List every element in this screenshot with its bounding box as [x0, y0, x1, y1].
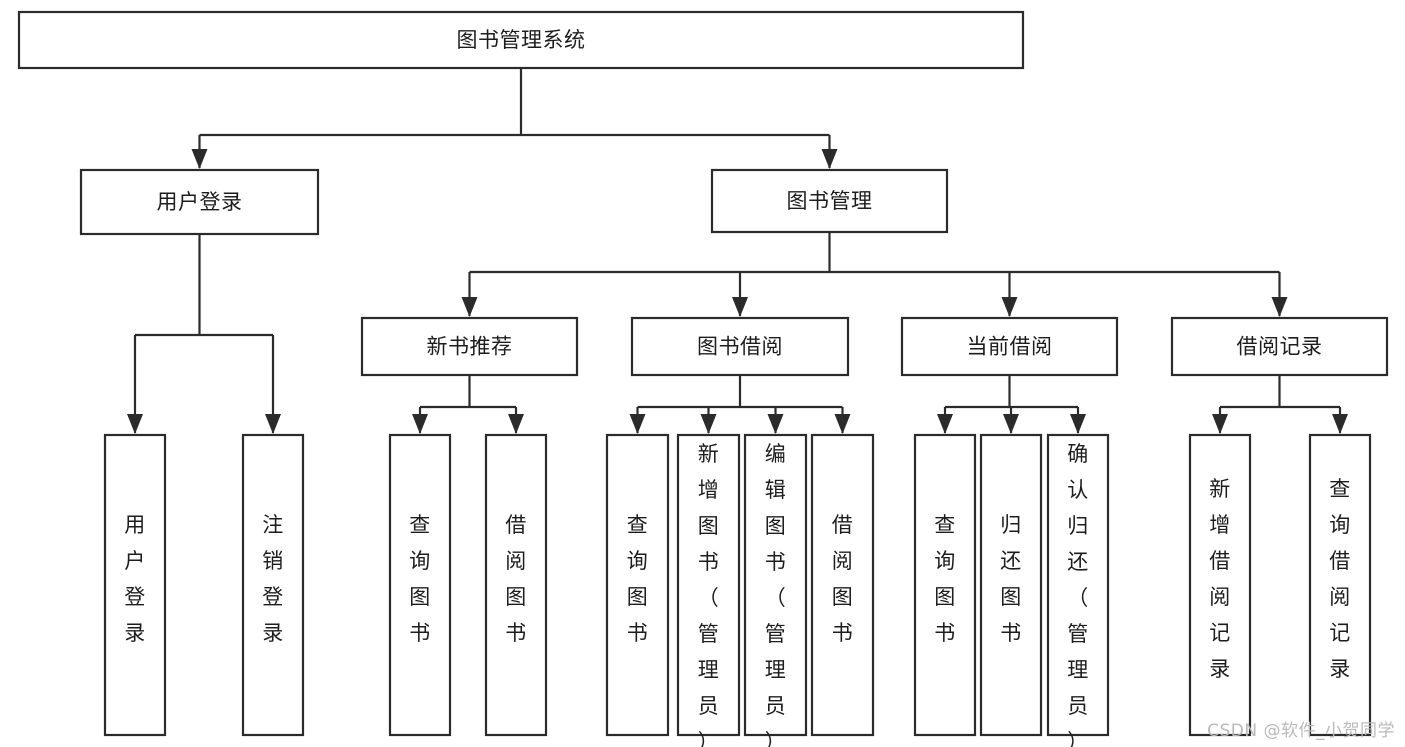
node-leaf-user-login-label: 用户登录 — [124, 513, 146, 645]
arrow-head-icon — [1212, 414, 1228, 434]
node-current-borrow-label: 当前借阅 — [967, 335, 1053, 359]
node-current-borrow-box[interactable] — [900, 316, 1119, 377]
node-book-manage[interactable]: 图书管理 — [710, 168, 949, 234]
node-book-borrow[interactable]: 图书借阅 — [630, 316, 850, 377]
node-leaf-edit-book[interactable]: 编辑图书（管理员） — [743, 433, 808, 747]
nodes-layer: 图书管理系统用户登录图书管理新书推荐图书借阅当前借阅借阅记录用户登录注销登录查询… — [17, 10, 1389, 747]
node-borrow-record-label: 借阅记录 — [1237, 335, 1323, 359]
arrow-head-icon — [1001, 297, 1018, 317]
node-leaf-query-book-3-label: 查询图书 — [934, 513, 956, 645]
node-leaf-add-record[interactable]: 新增借阅记录 — [1188, 433, 1252, 737]
arrow-head-icon — [821, 149, 838, 169]
node-leaf-borrow-book-1-box[interactable] — [484, 433, 548, 737]
node-leaf-query-record[interactable]: 查询借阅记录 — [1308, 433, 1372, 737]
node-leaf-query-record-box[interactable] — [1308, 433, 1372, 737]
node-book-borrow-label: 图书借阅 — [697, 335, 783, 359]
arrow-head-icon — [1271, 297, 1288, 317]
node-leaf-borrow-book-2-label: 借阅图书 — [832, 513, 854, 645]
node-borrow-record[interactable]: 借阅记录 — [1170, 316, 1389, 377]
arrow-head-icon — [412, 414, 428, 434]
connectors-layer — [127, 68, 1348, 434]
node-leaf-add-record-box[interactable] — [1188, 433, 1252, 737]
node-user-login-box[interactable] — [79, 168, 320, 236]
node-leaf-edit-book-label: 编辑图书（管理员） — [765, 442, 787, 747]
node-new-book-rec-label: 新书推荐 — [427, 335, 513, 359]
node-leaf-borrow-book-2[interactable]: 借阅图书 — [810, 433, 875, 737]
node-leaf-edit-book-box[interactable] — [743, 433, 808, 737]
arrow-head-icon — [700, 414, 717, 434]
node-user-login[interactable]: 用户登录 — [79, 168, 320, 236]
node-leaf-confirm-return[interactable]: 确认归还（管理员） — [1046, 433, 1110, 747]
node-leaf-user-login[interactable]: 用户登录 — [103, 433, 167, 737]
node-leaf-query-book-3-box[interactable] — [913, 433, 977, 737]
node-leaf-query-book-3[interactable]: 查询图书 — [913, 433, 977, 737]
arrow-head-icon — [937, 414, 953, 434]
node-user-login-label: 用户登录 — [157, 190, 243, 214]
arrow-head-icon — [127, 414, 143, 434]
node-leaf-return-book-box[interactable] — [979, 433, 1043, 737]
node-leaf-query-record-label: 查询借阅记录 — [1329, 477, 1351, 681]
node-leaf-add-book-box[interactable] — [676, 433, 741, 737]
node-book-borrow-box[interactable] — [630, 316, 850, 377]
node-leaf-query-book-2-box[interactable] — [605, 433, 670, 737]
arrow-head-icon — [1070, 414, 1086, 434]
node-new-book-rec[interactable]: 新书推荐 — [360, 316, 579, 377]
arrow-head-icon — [191, 149, 208, 169]
node-current-borrow[interactable]: 当前借阅 — [900, 316, 1119, 377]
arrow-head-icon — [732, 297, 748, 317]
node-leaf-logout[interactable]: 注销登录 — [241, 433, 305, 737]
arrow-head-icon — [629, 414, 646, 434]
arrow-head-icon — [461, 297, 478, 317]
node-leaf-query-book-1-label: 查询图书 — [409, 513, 431, 645]
node-book-manage-box[interactable] — [710, 168, 949, 234]
node-leaf-query-book-2-label: 查询图书 — [627, 513, 649, 645]
node-leaf-confirm-return-label: 确认归还（管理员） — [1067, 442, 1089, 747]
node-leaf-query-book-1-box[interactable] — [388, 433, 452, 737]
node-leaf-logout-label: 注销登录 — [262, 513, 284, 645]
node-leaf-add-book-label: 新增图书（管理员） — [698, 442, 720, 747]
node-leaf-logout-box[interactable] — [241, 433, 305, 737]
node-leaf-borrow-book-2-box[interactable] — [810, 433, 875, 737]
arrow-head-icon — [834, 414, 851, 434]
node-root[interactable]: 图书管理系统 — [17, 10, 1025, 70]
node-leaf-add-record-label: 新增借阅记录 — [1209, 477, 1231, 681]
node-leaf-return-book-label: 归还图书 — [1000, 513, 1022, 645]
node-leaf-add-book[interactable]: 新增图书（管理员） — [676, 433, 741, 747]
arrow-head-icon — [1003, 414, 1019, 434]
node-leaf-user-login-box[interactable] — [103, 433, 167, 737]
node-borrow-record-box[interactable] — [1170, 316, 1389, 377]
node-root-box[interactable] — [17, 10, 1025, 70]
node-leaf-confirm-return-box[interactable] — [1046, 433, 1110, 737]
node-leaf-return-book[interactable]: 归还图书 — [979, 433, 1043, 737]
arrow-head-icon — [1332, 414, 1348, 434]
node-leaf-borrow-book-1-label: 借阅图书 — [505, 513, 527, 645]
arrow-head-icon — [767, 414, 784, 434]
node-new-book-rec-box[interactable] — [360, 316, 579, 377]
node-leaf-query-book-1[interactable]: 查询图书 — [388, 433, 452, 737]
arrow-head-icon — [265, 414, 281, 434]
node-root-label: 图书管理系统 — [457, 28, 586, 52]
arrow-head-icon — [508, 414, 524, 434]
node-book-manage-label: 图书管理 — [787, 189, 873, 213]
node-leaf-query-book-2[interactable]: 查询图书 — [605, 433, 670, 737]
node-leaf-borrow-book-1[interactable]: 借阅图书 — [484, 433, 548, 737]
